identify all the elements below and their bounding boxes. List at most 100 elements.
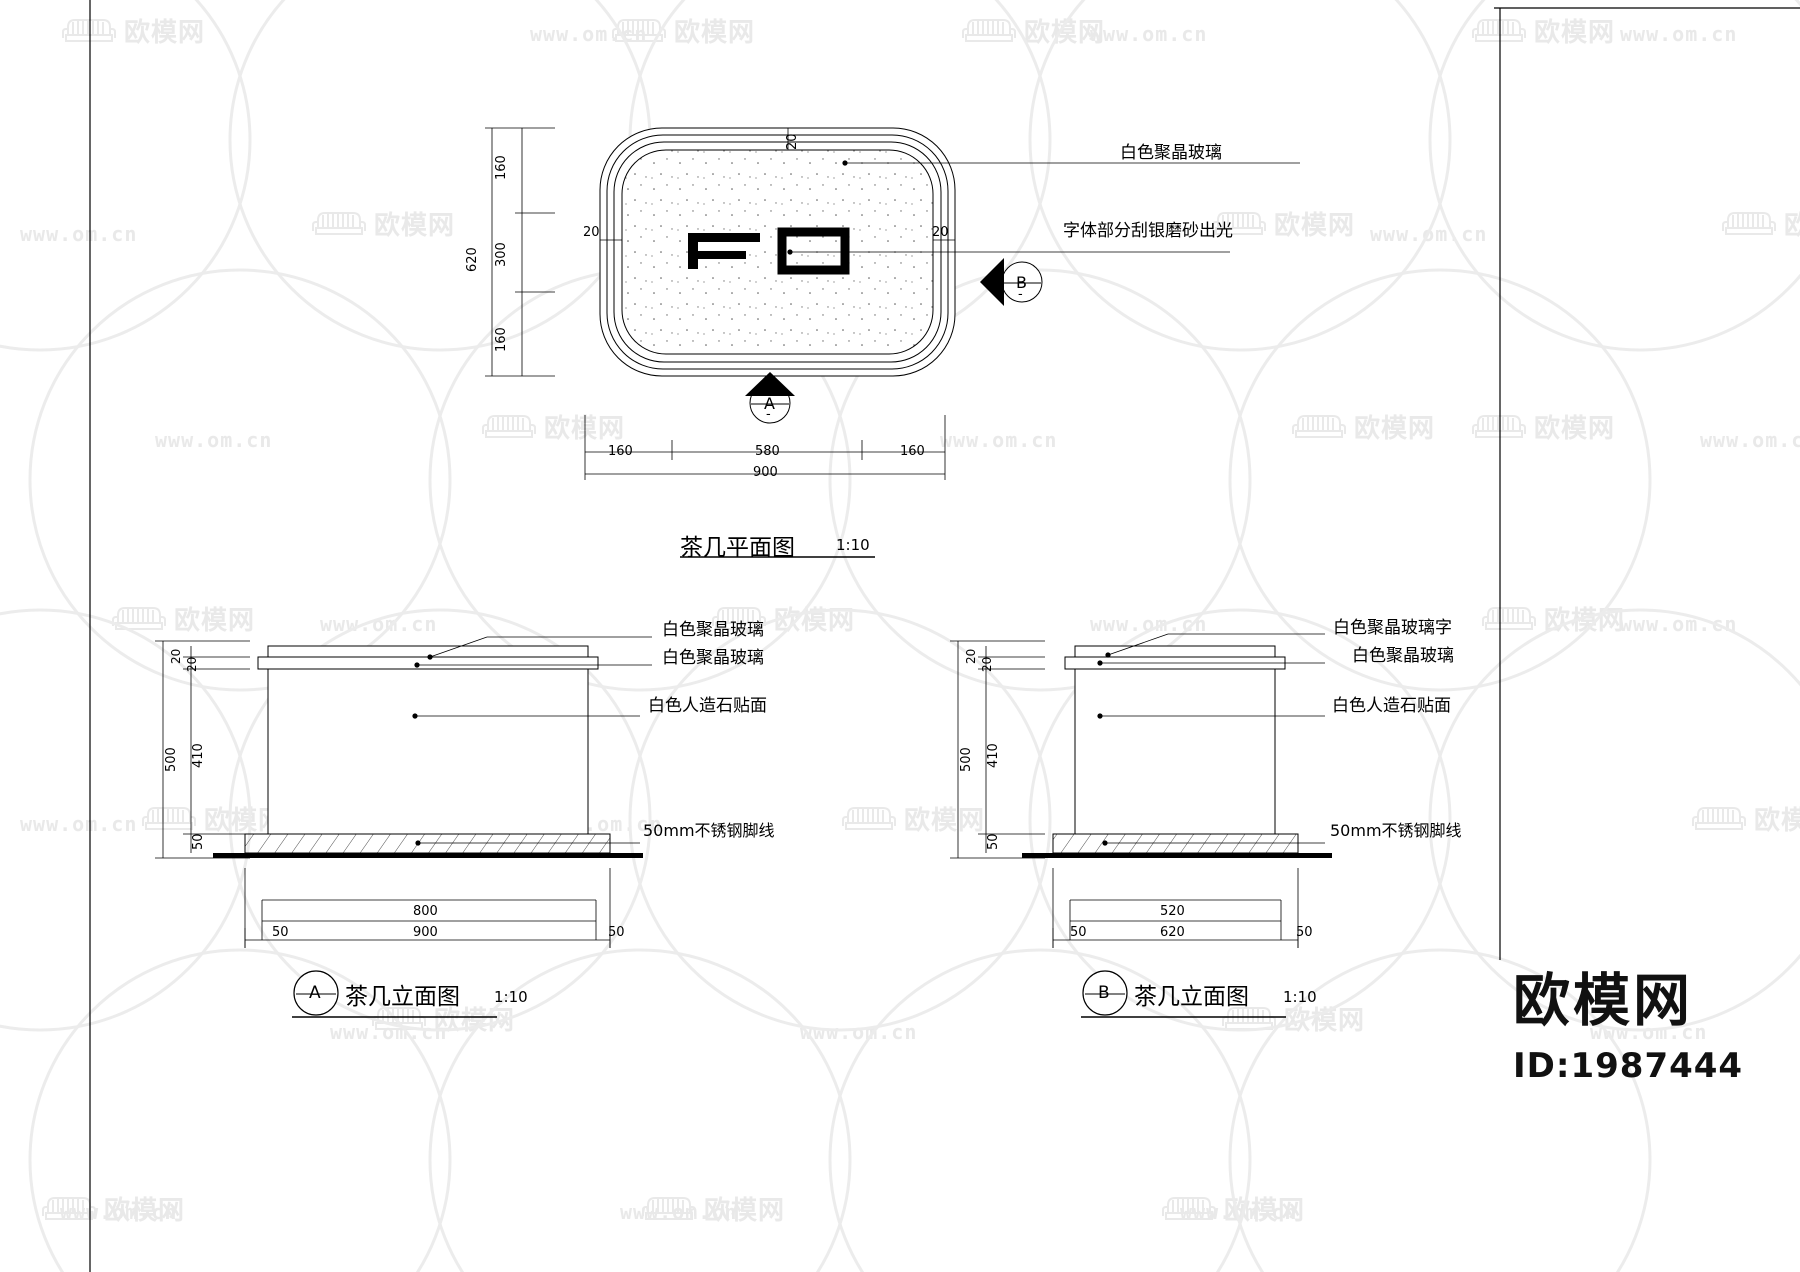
plan-view-scale: 1:10 [836,536,870,554]
sofa-icon [482,414,536,438]
plan-leader-lines [787,160,1300,255]
plan-view-title: 茶几平面图 [680,535,795,561]
elev-a-dim-20a: 20 [169,648,183,664]
watermark-url: www.om.cn [1620,22,1738,46]
section-mark-b [980,258,1043,306]
sheet-border [89,0,1800,1272]
sofa-icon [1482,606,1536,630]
watermark-text: 欧模网 [1534,414,1616,444]
watermark-logo: 欧模网 [1690,800,1800,837]
elev-b-vertical-dim [950,640,1045,859]
section-mark-b-label: B [1016,273,1027,292]
elev-a-annotation-stone: 白色人造石贴面 [648,696,767,716]
watermark-logo: 欧模网 [610,12,755,49]
elev-b-leaders [1097,633,1325,846]
elev-b-dim-20a: 20 [964,648,978,664]
watermark-url: www.om.cn [1700,428,1800,452]
watermark-logo: 欧模网 [1210,205,1355,242]
section-mark-a-label: A [764,394,775,413]
elev-a-annotation-skirting: 50mm不锈钢脚线 [643,821,775,840]
watermark-url: www.om.cn [940,428,1058,452]
watermark-text: 欧模网 [124,18,206,48]
elev-a-dim-900: 900 [413,925,438,940]
watermark-text: 欧模网 [104,1196,186,1226]
watermark-text: 欧模网 [674,18,756,48]
elev-b-dim-410: 410 [986,743,1001,768]
elev-b-annotation-stone: 白色人造石贴面 [1332,696,1451,716]
sofa-icon [1722,211,1776,235]
elev-a-title-mark [293,970,339,1016]
plan-dim-160-left: 160 [608,444,633,459]
elev-a-scale: 1:10 [494,988,528,1006]
watermark-logo: 欧模网 [60,12,205,49]
plan-dim-620-overall: 620 [465,247,480,272]
sofa-icon [142,806,196,830]
watermark-logo: 欧模网 [640,1190,785,1227]
elevation-a-geometry [155,636,652,1018]
elev-b-dim-20b: 20 [980,656,994,672]
sofa-icon [1292,414,1346,438]
brand-name: 欧模网 [1513,968,1693,1034]
watermark-text: 欧模网 [704,1196,786,1226]
watermark-logo: 欧模网 [1290,408,1435,445]
watermark-text: 欧模网 [544,414,626,444]
sofa-icon [1472,414,1526,438]
watermark-text: 欧模网 [1754,806,1800,836]
elev-a-dim-800: 800 [413,904,438,919]
elev-a-annotation-glass-2: 白色聚晶玻璃 [662,648,764,668]
elev-a-horizontal-dim [244,868,611,948]
section-mark-a [745,372,795,424]
watermark-url: www.om.cn [20,222,138,246]
elev-b-annotation-glass-letter: 白色聚晶玻璃字 [1333,618,1452,638]
sofa-icon [1162,1196,1216,1220]
plan-dim-160-bottom: 160 [494,327,509,352]
watermark-logo: 欧模网 [1470,408,1615,445]
elev-b-mark-label: B [1098,983,1110,1003]
sofa-icon [1692,806,1746,830]
elev-a-title: 茶几立面图 [345,984,460,1010]
brand-id: ID:1987444 [1513,1046,1744,1086]
plan-dim-580: 580 [755,444,780,459]
section-mark-b-sub: - [1018,287,1023,302]
watermark-logo: 欧模网 [840,800,985,837]
elev-b-annotation-glass: 白色聚晶玻璃 [1352,646,1454,666]
watermark-text: 欧模网 [374,211,456,241]
watermark-url: www.om.cn [20,812,138,836]
sofa-icon [612,18,666,42]
elev-b-dim-500: 500 [959,747,974,772]
watermark-logo: 欧模网 [310,205,455,242]
watermark-text: 欧模网 [174,606,256,636]
elev-b-annotation-skirting: 50mm不锈钢脚线 [1330,821,1462,840]
sofa-icon [642,1196,696,1220]
sofa-icon [312,211,366,235]
plan-dim-160-right: 160 [900,444,925,459]
watermark-text: 欧模网 [1354,414,1436,444]
watermark-logo: 欧模网 [1470,12,1615,49]
elev-a-annotation-glass-1: 白色聚晶玻璃 [662,620,764,640]
watermark-logo: 欧模网 [40,1190,185,1227]
elev-a-mark-label: A [309,983,321,1003]
plan-dim-300: 300 [494,242,509,267]
elev-a-dim-500: 500 [164,747,179,772]
plan-horizontal-dim [584,415,946,480]
plan-dim-20-top: 20 [785,133,800,150]
elev-a-leaders [412,636,652,846]
sofa-icon [962,18,1016,42]
elev-a-dim-50-right: 50 [608,925,625,940]
elev-b-dim-50: 50 [986,833,1001,850]
elev-b-dim-50-right: 50 [1296,925,1313,940]
elev-a-dim-50-left: 50 [272,925,289,940]
elev-b-title: 茶几立面图 [1134,984,1249,1010]
sofa-icon [712,606,766,630]
watermark-logo: 欧模网 [960,12,1105,49]
plan-annotation-white-glass: 白色聚晶玻璃 [1120,143,1222,163]
elev-b-dim-50-left: 50 [1070,925,1087,940]
elev-b-dim-620: 620 [1160,925,1185,940]
elev-b-horizontal-dim [1052,868,1299,948]
elev-b-scale: 1:10 [1283,988,1317,1006]
watermark-url: www.om.cn [155,428,273,452]
plan-annotation-lettering: 字体部分刮银磨砂出光 [1063,221,1233,241]
plan-dim-900-overall: 900 [753,465,778,480]
